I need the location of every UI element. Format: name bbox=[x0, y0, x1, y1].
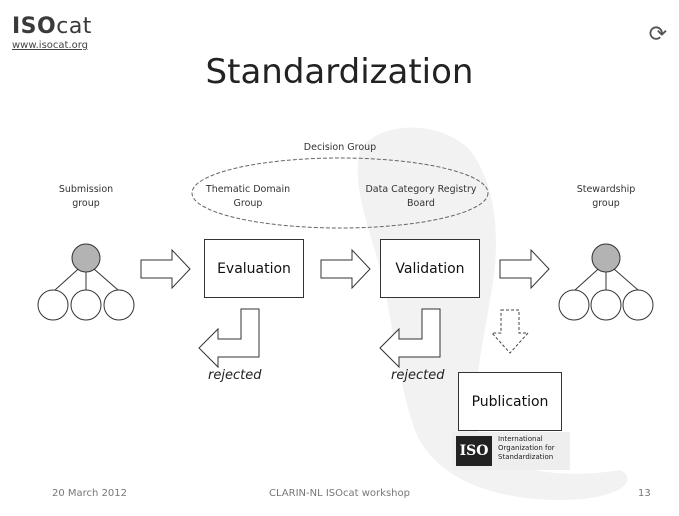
rejected-arrow-2 bbox=[379, 308, 441, 369]
submission-group-tree bbox=[37, 243, 135, 321]
dcr-board-label: Data Category Registry Board bbox=[365, 184, 477, 209]
publication-down-arrow bbox=[490, 309, 530, 354]
validation-box: Validation bbox=[380, 239, 480, 298]
decision-group-ellipse bbox=[191, 157, 489, 229]
footer-page-number: 13 bbox=[638, 488, 651, 499]
iso-mark: ISO bbox=[456, 436, 492, 466]
stewardship-group-label: Stewardship group bbox=[576, 184, 636, 209]
refresh-icon[interactable]: ⟳ bbox=[648, 22, 667, 47]
evaluation-box: Evaluation bbox=[204, 239, 304, 298]
decision-group-label: Decision Group bbox=[303, 142, 377, 153]
iso-logo: ISO International Organization for Stand… bbox=[452, 432, 570, 470]
rejected-label-1: rejected bbox=[208, 368, 262, 383]
footer-date: 20 March 2012 bbox=[52, 488, 128, 499]
stewardship-group-tree bbox=[558, 243, 654, 321]
arrow-right-3 bbox=[499, 248, 550, 290]
footer-event: CLARIN-NL ISOcat workshop bbox=[269, 488, 410, 499]
publication-box: Publication bbox=[458, 372, 562, 431]
rejected-arrow-1 bbox=[198, 308, 260, 369]
thematic-domain-group-label: Thematic Domain Group bbox=[205, 184, 291, 209]
slide-title: Standardization bbox=[205, 52, 474, 92]
arrow-right-2 bbox=[320, 248, 371, 290]
logo-iso-text: ISO bbox=[12, 14, 57, 39]
iso-full-name: International Organization for Standardi… bbox=[498, 435, 555, 461]
arrow-right-1 bbox=[140, 248, 191, 290]
submission-group-label: Submission group bbox=[58, 184, 114, 209]
logo-url-link[interactable]: www.isocat.org bbox=[12, 40, 89, 51]
isocat-logo[interactable]: ISOcat bbox=[12, 14, 92, 39]
rejected-label-2: rejected bbox=[391, 368, 445, 383]
logo-cat-text: cat bbox=[56, 14, 92, 39]
